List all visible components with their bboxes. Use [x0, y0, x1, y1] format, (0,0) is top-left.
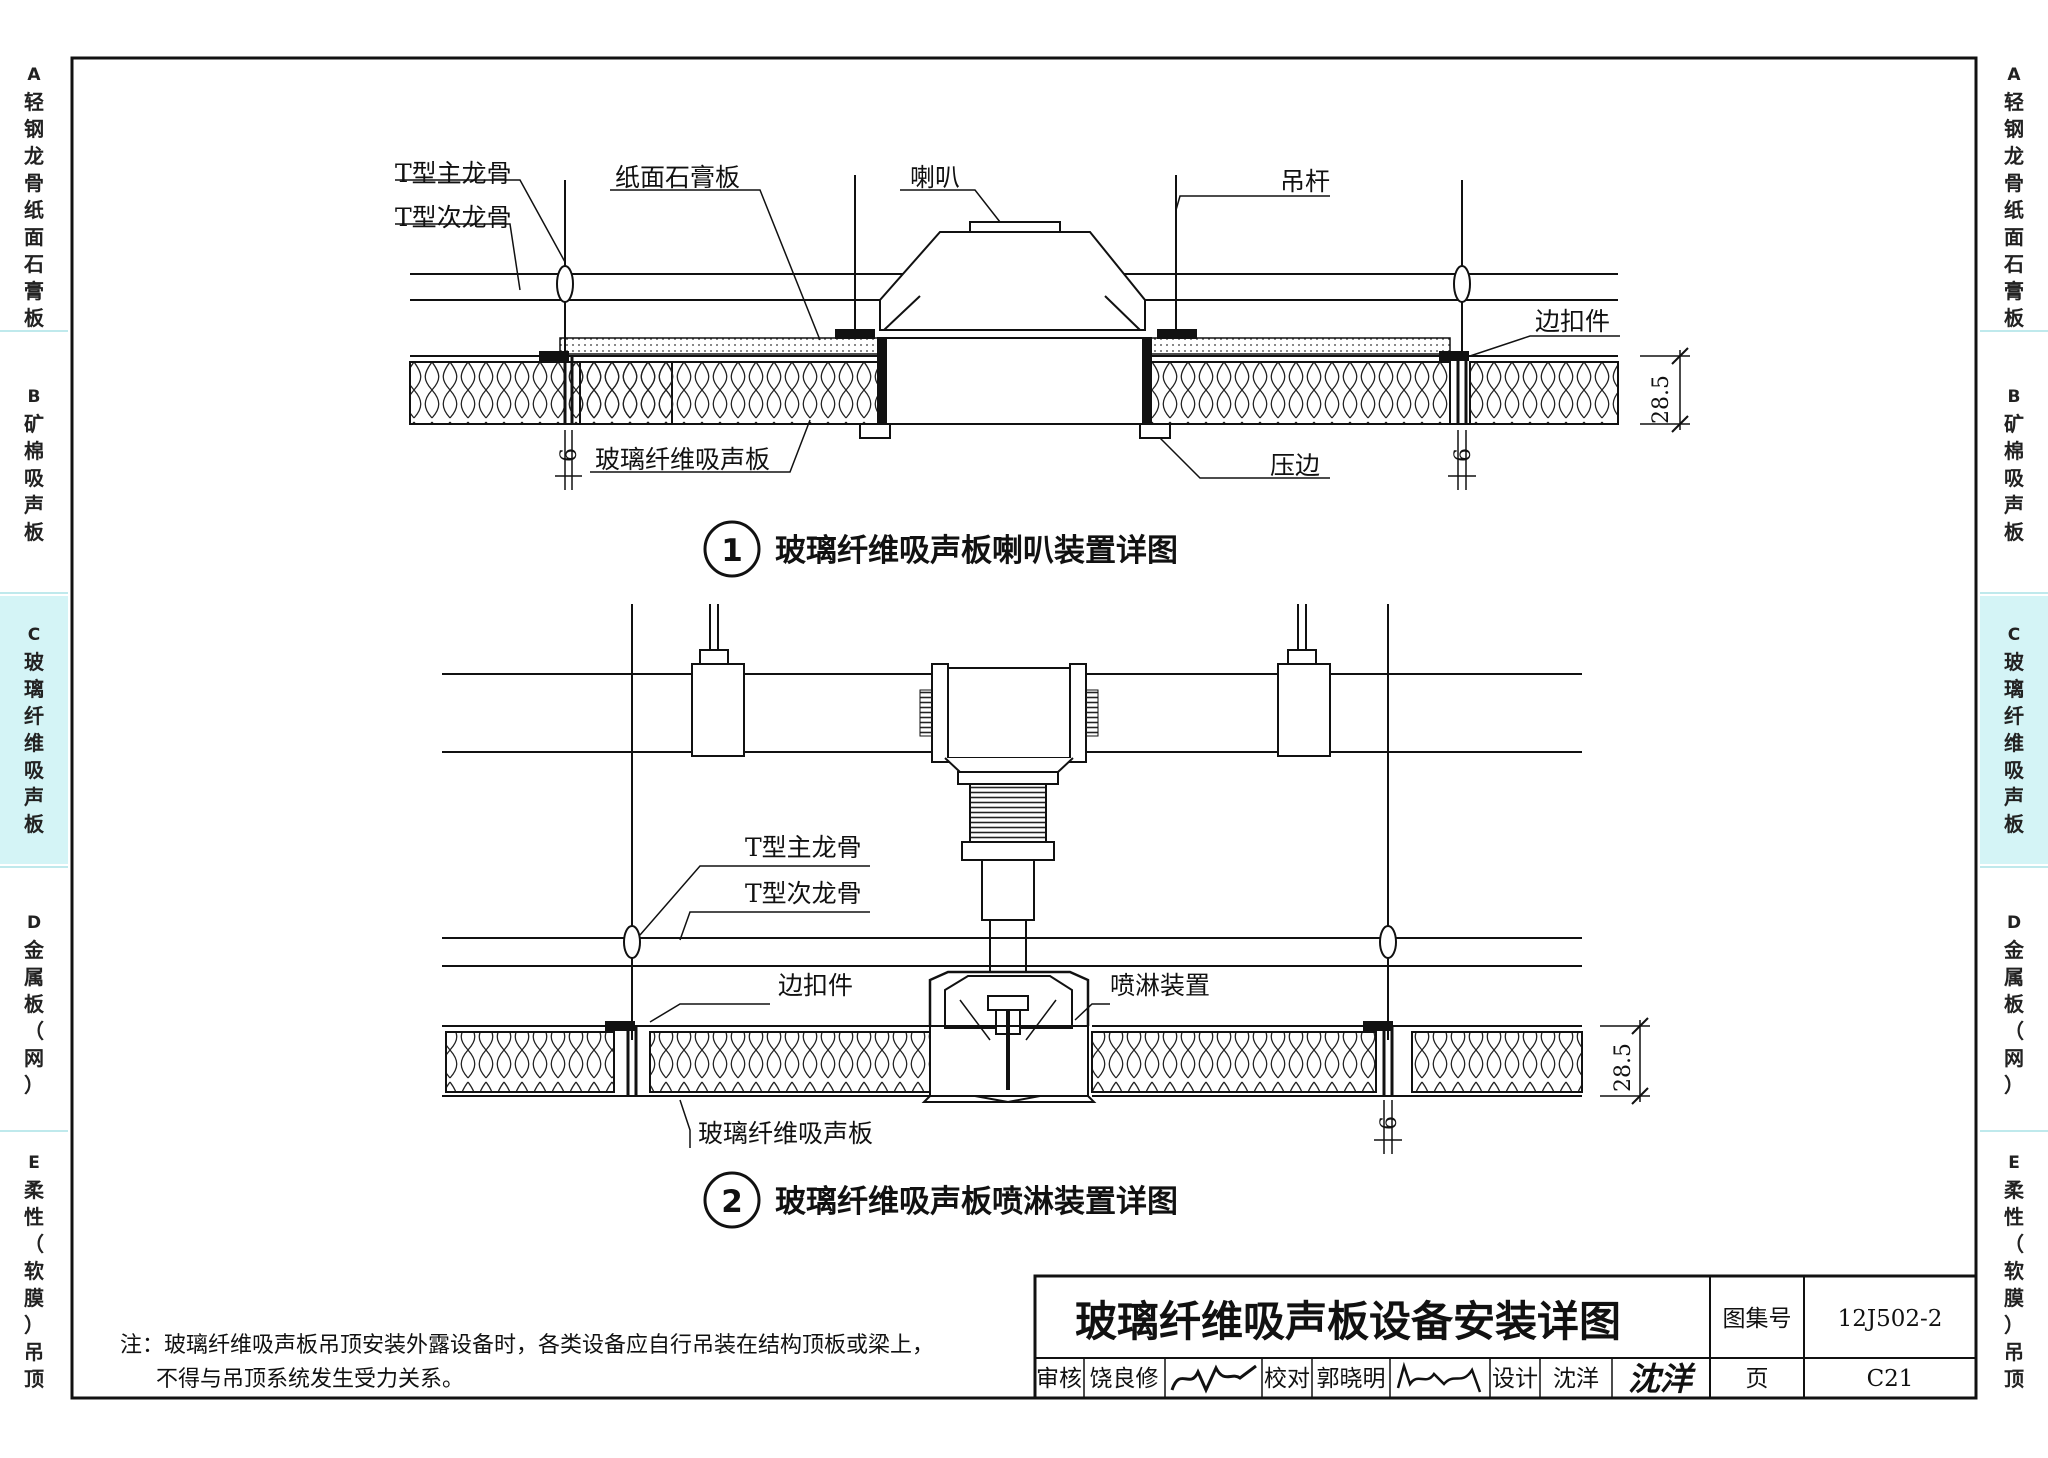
side-tab-e-left[interactable]: E 柔 性 （ 软 膜 ） 吊 顶: [0, 1150, 68, 1393]
side-tab-text: 轻 钢 龙 骨 纸 面 石 膏 板: [24, 90, 44, 330]
side-tab-a-right[interactable]: A 轻 钢 龙 骨 纸 面 石 膏 板: [1980, 62, 2048, 332]
d2-thickness-dim: 28.5: [1611, 1043, 1636, 1092]
detail2-drawing: [442, 604, 1650, 1154]
d1-sub-keel-label: T型次龙骨: [395, 203, 512, 232]
d1-rod-label: 吊杆: [1280, 167, 1330, 196]
side-tab-text: 柔 性 （ 软 膜 ） 吊 顶: [2004, 1178, 2024, 1391]
d1-number-circle: [703, 520, 761, 578]
d2-caption: 玻璃纤维吸声板喷淋装置详图: [775, 1184, 1178, 1220]
page-number: C21: [1867, 1366, 1914, 1392]
side-tab-a-left[interactable]: A 轻 钢 龙 骨 纸 面 石 膏 板: [0, 62, 68, 332]
d2-main-keel-label: T型主龙骨: [745, 833, 862, 862]
note-line-1: 注：玻璃纤维吸声板吊顶安装外露设备时，各类设备应自行吊装在结构顶板或梁上，: [120, 1333, 934, 1358]
d2-gap-dim: 6: [1377, 1116, 1402, 1130]
drawing-frame: [70, 56, 1978, 1400]
side-tab-e-right[interactable]: E 柔 性 （ 软 膜 ） 吊 顶: [1980, 1150, 2048, 1393]
d1-gap-right-dim: 6: [1451, 448, 1476, 462]
side-tab-letter: E: [28, 1153, 40, 1173]
side-tab-letter: E: [2008, 1153, 2020, 1173]
d1-edge-clip-label: 边扣件: [1535, 307, 1610, 336]
d1-main-keel-label: T型主龙骨: [395, 159, 512, 188]
side-tab-letter: C: [2007, 625, 2021, 645]
designer-signature: 沈洋: [1628, 1360, 1696, 1398]
page-label: 页: [1746, 1366, 1769, 1392]
d2-edge-clip-label: 边扣件: [778, 971, 853, 1000]
atlas-number: 12J502-2: [1838, 1306, 1943, 1332]
side-tab-letter: D: [2006, 913, 2022, 933]
d1-panel-label: 玻璃纤维吸声板: [595, 445, 770, 474]
d1-trim-label: 压边: [1270, 451, 1320, 480]
side-tab-letter: B: [2007, 387, 2021, 407]
side-tab-letter: A: [27, 65, 41, 85]
drawing-title: 玻璃纤维吸声板设备安装详图: [1075, 1297, 1621, 1346]
side-tab-c-left[interactable]: C 玻 璃 纤 维 吸 声 板: [0, 596, 68, 864]
d1-gap-left-dim: 6: [557, 448, 582, 462]
reviewer-name: 饶良修: [1090, 1366, 1159, 1392]
side-tab-text: 金 属 板 （ 网 ）: [24, 938, 44, 1097]
d2-number: 2: [721, 1184, 743, 1220]
review-label: 审核: [1036, 1366, 1082, 1392]
checker-name: 郭晓明: [1317, 1366, 1386, 1392]
detail1-drawing: [395, 175, 1690, 490]
side-tab-text: 矿 棉 吸 声 板: [2004, 412, 2024, 544]
d2-sub-keel-label: T型次龙骨: [745, 879, 862, 908]
d1-thickness-dim: 28.5: [1649, 375, 1674, 424]
check-label: 校对: [1264, 1366, 1310, 1392]
side-tab-text: 玻 璃 纤 维 吸 声 板: [24, 650, 44, 836]
checker-signature: [1396, 1361, 1482, 1393]
side-tab-text: 金 属 板 （ 网 ）: [2004, 938, 2024, 1097]
side-tab-text: 轻 钢 龙 骨 纸 面 石 膏 板: [2004, 90, 2024, 330]
side-tab-text: 矿 棉 吸 声 板: [24, 412, 44, 544]
d1-caption: 玻璃纤维吸声板喇叭装置详图: [775, 533, 1178, 569]
side-tab-d-right[interactable]: D 金 属 板 （ 网 ）: [1980, 910, 2048, 1099]
atlas-label: 图集号: [1723, 1306, 1792, 1332]
d2-panel-label: 玻璃纤维吸声板: [698, 1119, 873, 1148]
side-tab-letter: D: [26, 913, 42, 933]
side-tab-d-left[interactable]: D 金 属 板 （ 网 ）: [0, 910, 68, 1099]
side-tab-text: 柔 性 （ 软 膜 ） 吊 顶: [24, 1178, 44, 1391]
title-block: [1033, 1274, 1978, 1400]
d1-gypsum-label: 纸面石膏板: [615, 163, 740, 192]
d1-speaker-label: 喇叭: [910, 163, 960, 192]
reviewer-signature: [1170, 1364, 1257, 1394]
side-tab-text: 玻 璃 纤 维 吸 声 板: [2004, 650, 2024, 836]
side-tab-letter: C: [27, 625, 41, 645]
design-label: 设计: [1492, 1366, 1538, 1392]
note-line-2: 不得与吊顶系统发生受力关系。: [156, 1367, 464, 1392]
side-tab-b-right[interactable]: B 矿 棉 吸 声 板: [1980, 384, 2048, 546]
side-tab-letter: A: [2007, 65, 2021, 85]
d2-sprinkler-label: 喷淋装置: [1110, 971, 1210, 1000]
designer-name: 沈洋: [1553, 1366, 1599, 1392]
d1-number: 1: [721, 533, 743, 569]
side-tab-letter: B: [27, 387, 41, 407]
side-tab-c-right[interactable]: C 玻 璃 纤 维 吸 声 板: [1980, 596, 2048, 864]
d2-number-circle: [703, 1171, 761, 1229]
side-tab-b-left[interactable]: B 矿 棉 吸 声 板: [0, 384, 68, 546]
